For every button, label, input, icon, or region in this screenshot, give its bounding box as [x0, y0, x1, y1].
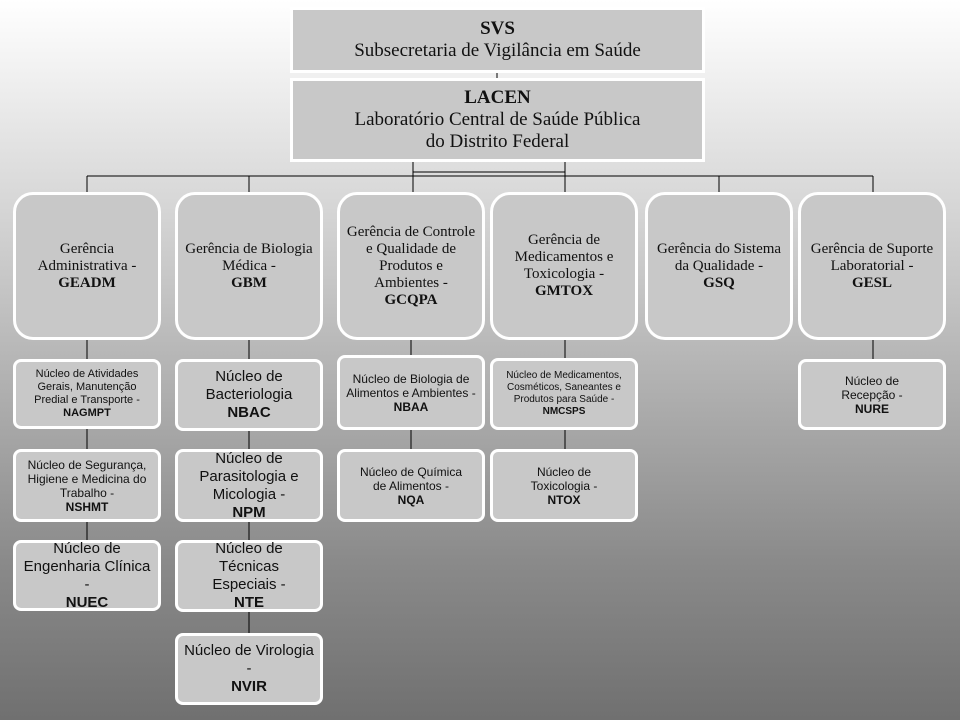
gerencia-code: GCQPA — [384, 291, 438, 308]
nucleo-name: Núcleo de Segurança, Higiene e Medicina … — [27, 457, 147, 500]
gerencia-code: GSQ — [703, 274, 735, 291]
nucleo-nmcsps: Núcleo de Medicamentos, Cosméticos, Sane… — [490, 358, 638, 430]
nucleo-code: NTOX — [547, 492, 581, 507]
nucleo-code: NSHMT — [65, 499, 109, 514]
nucleo-nbac: Núcleo de Bacteriologia NBAC — [175, 359, 323, 431]
svs-box: SVS Subsecretaria de Vigilância em Saúde — [290, 7, 705, 73]
nucleo-name: Núcleo de Recepção - — [841, 373, 903, 402]
svs-code: SVS — [480, 18, 515, 39]
lacen-box: LACEN Laboratório Central de Saúde Públi… — [290, 78, 705, 162]
gerencia-name: Gerência de Medicamentos e Toxicologia - — [514, 232, 614, 282]
gerencia-code: GEADM — [58, 274, 116, 291]
nucleo-name: Núcleo de Química de Alimentos - — [359, 464, 463, 493]
lacen-code: LACEN — [464, 87, 531, 108]
nucleo-code: NMCSPS — [542, 406, 586, 417]
nucleo-nbaa: Núcleo de Biologia de Alimentos e Ambien… — [337, 355, 485, 430]
nucleo-name: Núcleo de Biologia de Alimentos e Ambien… — [346, 371, 476, 400]
lacen-name: Laboratório Central de Saúde Pública do … — [354, 109, 641, 152]
nucleo-name: Núcleo de Engenharia Clínica - — [23, 539, 151, 593]
gerencia-gbm: Gerência de Biologia Médica - GBM — [175, 192, 323, 340]
nucleo-code: NBAA — [393, 399, 429, 414]
nucleo-nqa: Núcleo de Química de Alimentos - NQA — [337, 449, 485, 522]
nucleo-name: Núcleo de Atividades Gerais, Manutenção … — [34, 368, 140, 406]
nucleo-code: NURE — [854, 401, 889, 416]
nucleo-nshmt: Núcleo de Segurança, Higiene e Medicina … — [13, 449, 161, 522]
nucleo-code: NTE — [234, 594, 264, 611]
gerencia-geadm: Gerência Administrativa - GEADM — [13, 192, 161, 340]
gerencia-code: GBM — [231, 274, 267, 291]
gerencia-gsq: Gerência do Sistema da Qualidade - GSQ — [645, 192, 793, 340]
gerencia-gmtox: Gerência de Medicamentos e Toxicologia -… — [490, 192, 638, 340]
gerencia-name: Gerência de Controle e Qualidade de Prod… — [346, 223, 476, 291]
nucleo-name: Núcleo de Técnicas Especiais - — [212, 540, 286, 593]
nucleo-npm: Núcleo de Parasitologia e Micologia - NP… — [175, 449, 323, 522]
nucleo-code: NVIR — [231, 678, 267, 695]
nucleo-name: Núcleo de Parasitologia e Micologia - — [199, 449, 299, 503]
nucleo-nte: Núcleo de Técnicas Especiais - NTE — [175, 540, 323, 612]
gerencia-code: GESL — [851, 274, 893, 291]
gerencia-name: Gerência do Sistema da Qualidade - — [656, 240, 782, 274]
nucleo-name: Núcleo de Bacteriologia — [205, 368, 293, 403]
nucleo-nuec: Núcleo de Engenharia Clínica - NUEC — [13, 540, 161, 611]
gerencia-name: Gerência de Biologia Médica - — [185, 240, 313, 274]
nucleo-code: NUEC — [65, 593, 109, 611]
gerencia-gesl: Gerência de Suporte Laboratorial - GESL — [798, 192, 946, 340]
nucleo-name: Núcleo de Virologia - — [184, 642, 314, 677]
nucleo-name: Núcleo de Toxicologia - — [530, 464, 598, 493]
nucleo-nvir: Núcleo de Virologia - NVIR — [175, 633, 323, 705]
nucleo-nure: Núcleo de Recepção - NURE — [798, 359, 946, 430]
nucleo-ntox: Núcleo de Toxicologia - NTOX — [490, 449, 638, 522]
nucleo-nagmpt: Núcleo de Atividades Gerais, Manutenção … — [13, 359, 161, 429]
nucleo-code: NPM — [232, 503, 266, 521]
nucleo-code: NAGMPT — [63, 407, 111, 419]
gerencia-name: Gerência Administrativa - — [37, 240, 137, 274]
gerencia-name: Gerência de Suporte Laboratorial - — [810, 240, 934, 274]
gerencia-gcqpa: Gerência de Controle e Qualidade de Prod… — [337, 192, 485, 340]
nucleo-code: NBAC — [227, 404, 271, 421]
svs-name: Subsecretaria de Vigilância em Saúde — [354, 40, 641, 61]
nucleo-code: NQA — [397, 492, 425, 507]
nucleo-name: Núcleo de Medicamentos, Cosméticos, Sane… — [506, 370, 622, 405]
gerencia-code: GMTOX — [534, 283, 594, 299]
